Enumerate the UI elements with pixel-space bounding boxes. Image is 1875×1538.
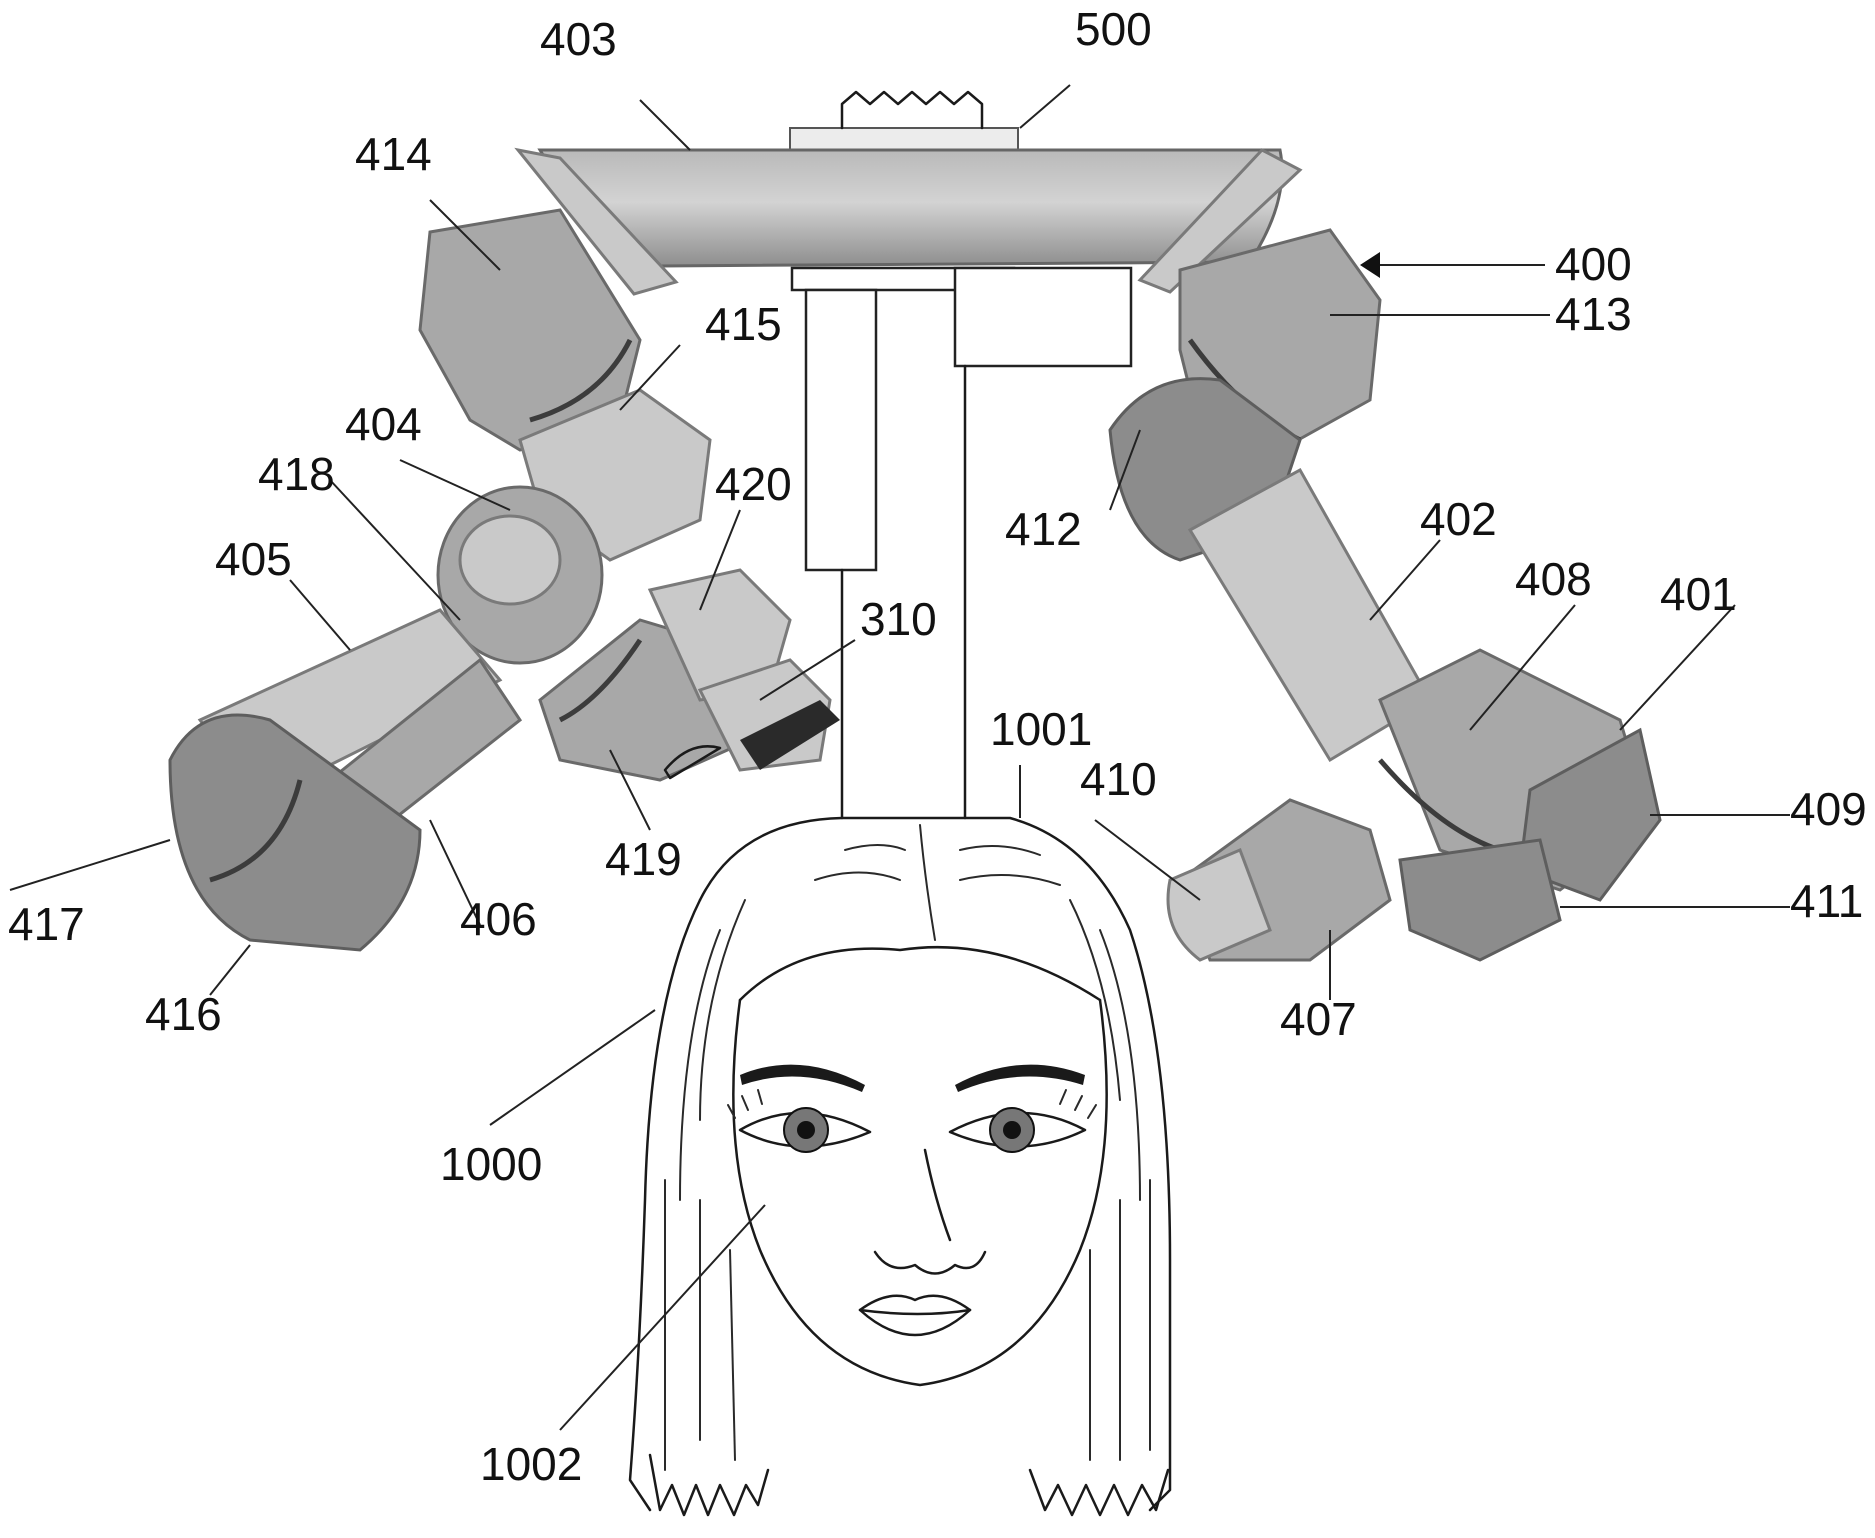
leader-lines	[9, 84, 1790, 1431]
label-420: 420	[715, 458, 792, 510]
label-417: 417	[8, 898, 85, 950]
label-405: 405	[215, 533, 292, 585]
label-418: 418	[258, 448, 335, 500]
label-402: 402	[1420, 493, 1497, 545]
label-1002: 1002	[480, 1438, 582, 1490]
label-400: 400	[1555, 238, 1632, 290]
right-robot-arm	[1108, 228, 1662, 962]
label-419: 419	[605, 833, 682, 885]
label-403: 403	[540, 13, 617, 65]
label-1001: 1001	[990, 703, 1092, 755]
left-robot-arm	[168, 208, 840, 952]
label-404: 404	[345, 398, 422, 450]
mount-plate-500	[789, 90, 1019, 155]
label-415: 415	[705, 298, 782, 350]
rail-403	[514, 147, 1303, 296]
reference-numerals: 403 500 414 400 413 415 404 418 420 412 …	[8, 3, 1867, 1490]
label-500: 500	[1075, 3, 1152, 55]
label-407: 407	[1280, 993, 1357, 1045]
label-412: 412	[1005, 503, 1082, 555]
label-1000: 1000	[440, 1138, 542, 1190]
human-head	[628, 816, 1172, 1517]
label-409: 409	[1790, 783, 1867, 835]
label-416: 416	[145, 988, 222, 1040]
central-column	[790, 266, 1133, 820]
label-406: 406	[460, 893, 537, 945]
label-401: 401	[1660, 568, 1737, 620]
label-411: 411	[1790, 875, 1863, 927]
label-413: 413	[1555, 288, 1632, 340]
label-414: 414	[355, 128, 432, 180]
label-408: 408	[1515, 553, 1592, 605]
label-310: 310	[860, 593, 937, 645]
label-410: 410	[1080, 753, 1157, 805]
